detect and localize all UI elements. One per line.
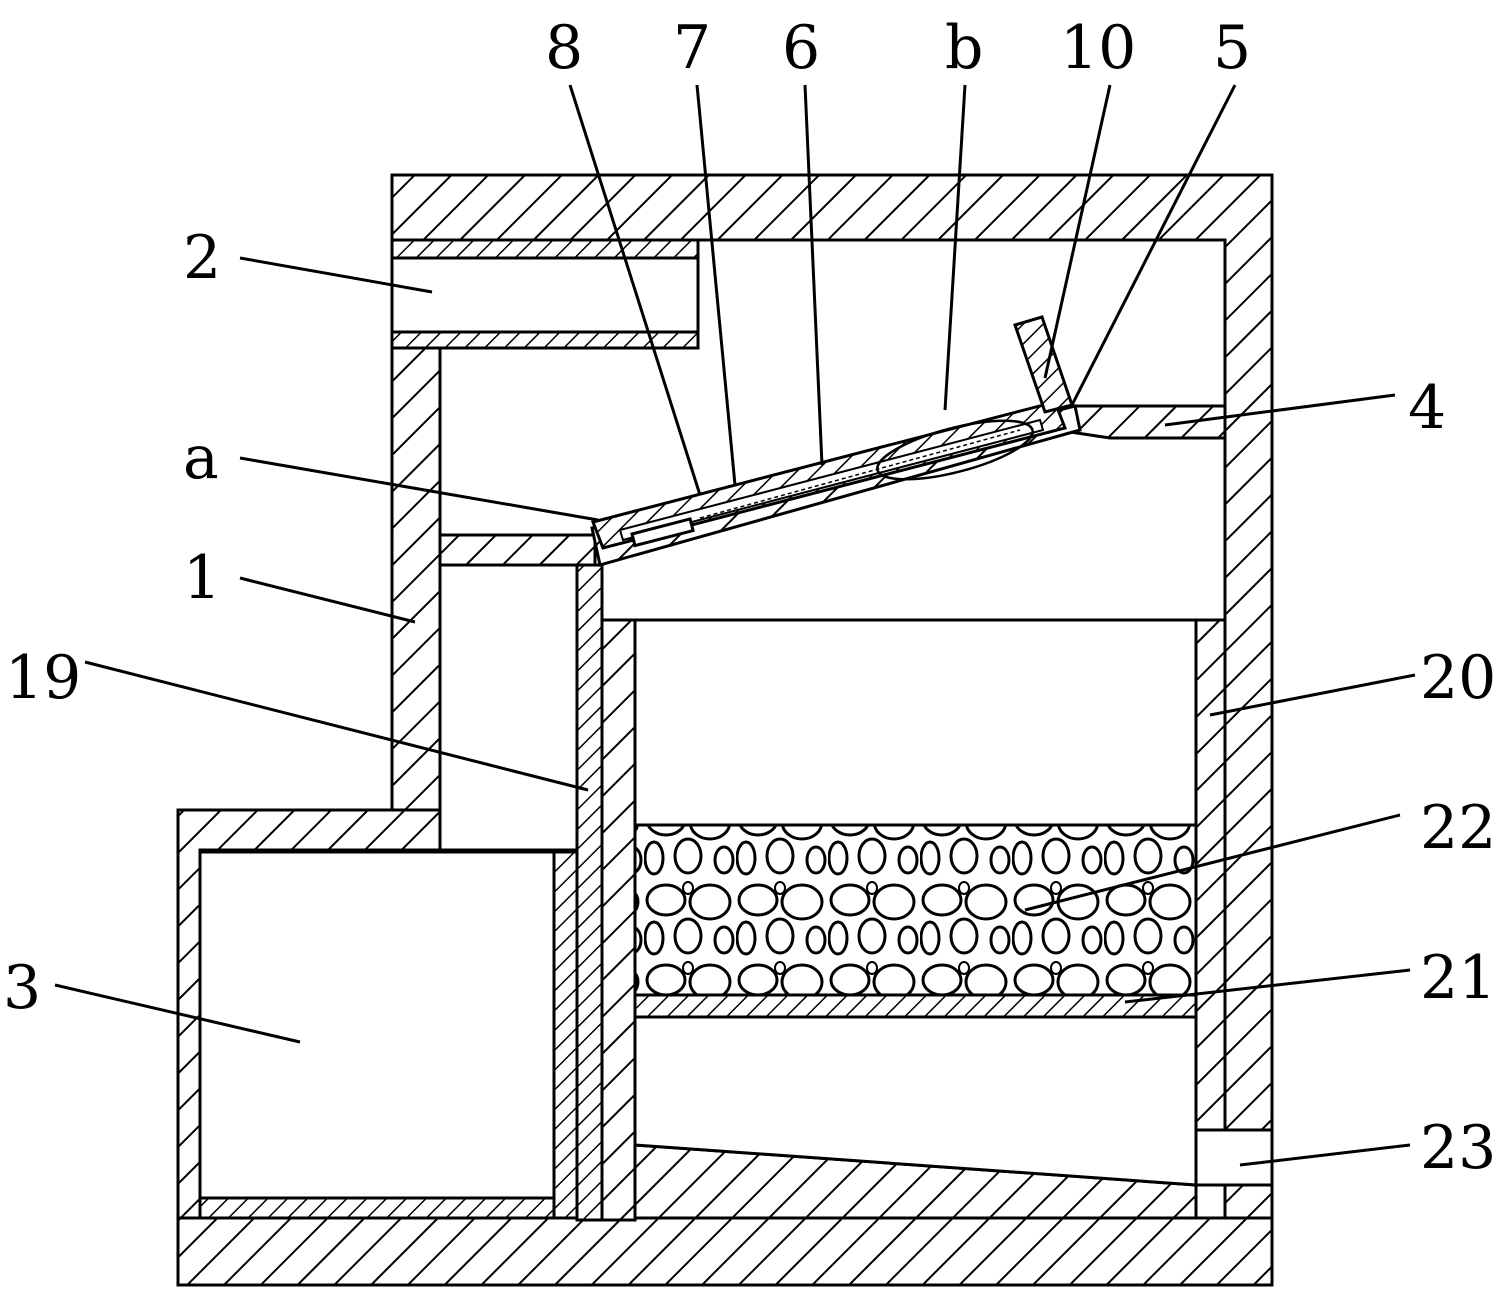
leader-3 (54, 983, 301, 1044)
leader-19 (84, 660, 589, 792)
leader-1 (239, 576, 416, 624)
label-6: 6 (782, 13, 820, 83)
tank-cavity (198, 850, 556, 1200)
label-a: a (183, 423, 219, 493)
label-b: b (945, 13, 983, 83)
leader-a (239, 456, 599, 522)
outlet-port (1194, 1128, 1274, 1187)
leader-10 (1043, 84, 1112, 379)
inclined-screen-assembly (590, 400, 1068, 550)
filter-box-right-wall (1194, 618, 1227, 1132)
right-shelf-plate (1068, 404, 1227, 440)
leader-8 (568, 84, 702, 496)
leader-22 (1024, 813, 1401, 912)
leader-23 (1239, 1143, 1411, 1167)
leader-7 (695, 84, 737, 486)
part-labels: 8 7 6 b 10 5 2 4 a 1 19 20 22 3 21 23 (3, 13, 1496, 1183)
label-8: 8 (545, 13, 583, 83)
label-21: 21 (1420, 943, 1496, 1013)
leader-5 (1070, 84, 1237, 406)
filter-box-upper-cavity (633, 618, 1198, 827)
screen-bulge (876, 419, 1034, 481)
leader-lines (54, 84, 1416, 1167)
label-23: 23 (1420, 1113, 1496, 1183)
label-1: 1 (183, 543, 221, 613)
left-shelf-plate (438, 533, 597, 567)
filter-plate (633, 993, 1198, 1019)
divider-wall (575, 563, 604, 1222)
filter-box-left-wall (600, 618, 637, 1222)
inlet-pipe-bore (390, 256, 700, 334)
screen-plug (630, 517, 695, 548)
label-7: 7 (673, 13, 711, 83)
leader-20 (1209, 673, 1416, 717)
leader-21 (1124, 968, 1411, 1004)
label-20: 20 (1420, 643, 1496, 713)
riser-pipe-cavity (438, 563, 579, 852)
screen-inner-bore (618, 418, 1045, 542)
leader-2 (239, 256, 433, 294)
label-5: 5 (1213, 13, 1251, 83)
label-3: 3 (3, 953, 41, 1023)
tank-inner-liner (552, 850, 579, 1220)
label-19: 19 (5, 643, 81, 713)
label-10: 10 (1060, 13, 1136, 83)
inlet-pipe-top-wall (390, 238, 700, 260)
label-4: 4 (1408, 373, 1446, 443)
base-slab (176, 1216, 1274, 1287)
leader-6 (803, 84, 824, 466)
screen-mesh-line (699, 429, 1021, 519)
inlet-pipe-bottom-wall (390, 330, 700, 350)
leader-b (943, 84, 967, 411)
gravel-filter-layer (633, 823, 1198, 997)
label-22: 22 (1420, 793, 1496, 863)
label-2: 2 (183, 223, 221, 293)
leader-4 (1164, 393, 1396, 427)
tank-bottom-liner (198, 1196, 556, 1220)
